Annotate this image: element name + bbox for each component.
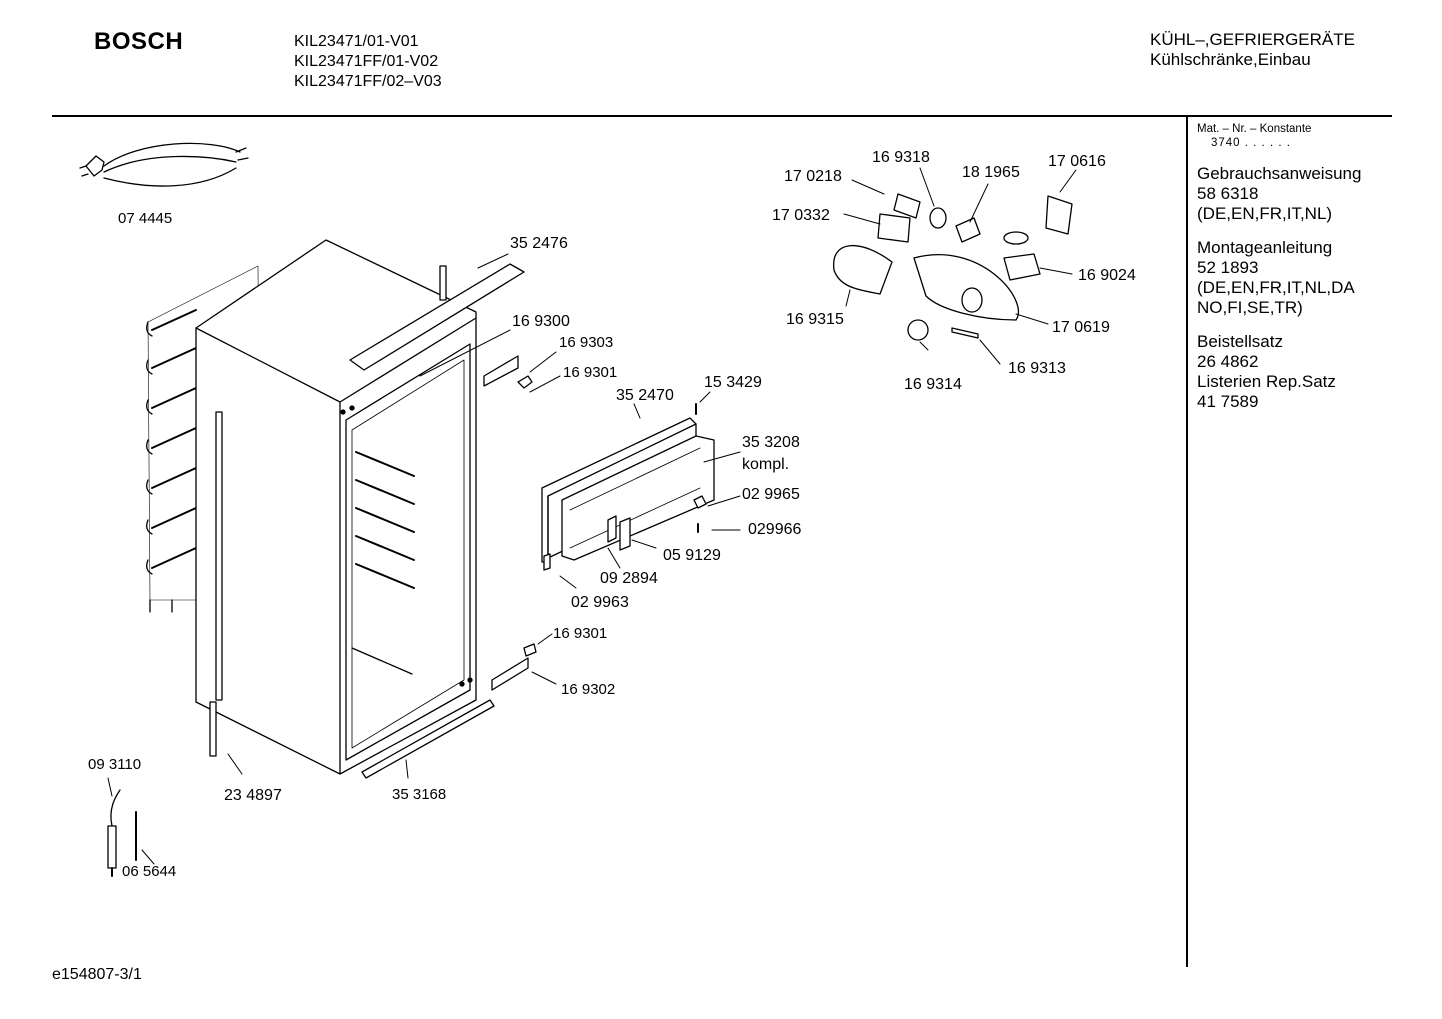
- sidebar-line: 52 1893: [1197, 258, 1259, 277]
- side-strip-drawing: [209, 701, 217, 757]
- exploded-parts-diagram: 07 4445 35 2476 16 9300 16 9303 16 9301 …: [79, 142, 1136, 880]
- sidebar-line: 26 4862: [1197, 352, 1259, 371]
- part-label: 16 9303: [559, 334, 613, 351]
- part-label: 09 3110: [88, 756, 141, 773]
- part-label: 16 9024: [1078, 267, 1136, 284]
- category-subtitle: Kühlschränke,Einbau: [1150, 50, 1311, 69]
- document-id: e154807-3/1: [52, 966, 142, 983]
- sidebar-line: Gebrauchsanweisung: [1197, 164, 1362, 183]
- part-label: 16 9301: [563, 364, 617, 381]
- sidebar-line: Montageanleitung: [1197, 238, 1333, 257]
- part-label: 16 9315: [786, 311, 844, 328]
- hinge-bar-drawing: [349, 263, 525, 371]
- part-label: 16 9300: [512, 313, 570, 330]
- mat-nr-value: 3740 . . . . . .: [1211, 137, 1291, 149]
- cabinet-drawing: [195, 239, 477, 775]
- cable-sensor-drawing: [107, 789, 137, 877]
- part-label: 16 9301: [553, 625, 607, 642]
- hinge-top-drawing: [483, 355, 519, 387]
- part-label: 35 2476: [510, 235, 568, 252]
- part-label: 17 0616: [1048, 153, 1106, 170]
- part-label: 15 3429: [704, 374, 762, 391]
- power-cord-drawing: [79, 142, 249, 187]
- condenser-drawing: [146, 265, 261, 613]
- leader-lines: [107, 167, 1077, 865]
- part-label: 35 3208: [742, 434, 800, 451]
- mat-nr-label: Mat. – Nr. – Konstante: [1197, 123, 1312, 135]
- part-label: 17 0218: [784, 168, 842, 185]
- part-label: kompl.: [742, 456, 789, 473]
- sidebar-line: 58 6318: [1197, 184, 1259, 203]
- freezer-door-drawing: [541, 403, 715, 571]
- sidebar-block-manual: Gebrauchsanweisung 58 6318 (DE,EN,FR,IT,…: [1197, 164, 1397, 224]
- part-label: 23 4897: [224, 787, 282, 804]
- hinge-bottom-drawing: [491, 657, 529, 691]
- part-label: 029966: [748, 521, 801, 538]
- part-label: 09 2894: [600, 570, 658, 587]
- sidebar-block-accessory: Beistellsatz 26 4862 Listerien Rep.Satz …: [1197, 332, 1397, 412]
- part-label: 05 9129: [663, 547, 721, 564]
- part-label: 35 3168: [392, 786, 446, 803]
- sidebar-block-installation: Montageanleitung 52 1893 (DE,EN,FR,IT,NL…: [1197, 238, 1397, 318]
- sidebar-line: Beistellsatz: [1197, 332, 1283, 351]
- light-assembly-drawing: [833, 193, 1073, 341]
- part-label: 02 9963: [571, 594, 629, 611]
- part-label: 02 9965: [742, 486, 800, 503]
- sidebar-info: Mat. – Nr. – Konstante 3740 . . . . . . …: [1197, 122, 1397, 412]
- sidebar-divider: [1186, 117, 1188, 967]
- category: KÜHL–,GEFRIERGERÄTE Kühlschränke,Einbau: [1150, 30, 1355, 70]
- model-number: KIL23471/01-V01: [294, 33, 419, 50]
- bottom-strip-drawing: [361, 699, 495, 779]
- category-title: KÜHL–,GEFRIERGERÄTE: [1150, 30, 1355, 49]
- part-label: 16 9314: [904, 376, 962, 393]
- part-label: 35 2470: [616, 387, 674, 404]
- brand-logo: BOSCH: [94, 28, 184, 55]
- part-label: 06 5644: [122, 863, 176, 880]
- sidebar-line: (DE,EN,FR,IT,NL): [1197, 204, 1333, 223]
- model-number: KIL23471FF/02–V03: [294, 73, 442, 90]
- sidebar-line: Listerien Rep.Satz: [1197, 372, 1336, 391]
- part-label: 07 4445: [118, 210, 172, 227]
- sidebar-line: (DE,EN,FR,IT,NL,DA: [1197, 278, 1355, 297]
- sidebar-line: 41 7589: [1197, 392, 1259, 411]
- part-label: 18 1965: [962, 164, 1020, 181]
- part-label: 16 9302: [561, 681, 615, 698]
- model-list: KIL23471/01-V01 KIL23471FF/01-V02 KIL234…: [294, 32, 442, 92]
- model-number: KIL23471FF/01-V02: [294, 53, 439, 70]
- part-label: 17 0619: [1052, 319, 1110, 336]
- sidebar-line: NO,FI,SE,TR): [1197, 298, 1303, 317]
- part-label: 17 0332: [772, 207, 830, 224]
- header-divider: [52, 115, 1392, 117]
- part-label: 16 9318: [872, 149, 930, 166]
- part-label: 16 9313: [1008, 360, 1066, 377]
